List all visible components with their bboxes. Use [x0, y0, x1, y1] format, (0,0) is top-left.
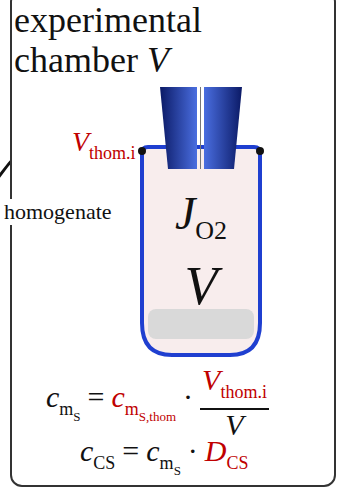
volume-symbol: V: [147, 40, 169, 80]
label-text: c: [80, 434, 93, 467]
chamber-title: experimental chamberV: [14, 0, 246, 80]
label-text: V: [202, 363, 220, 396]
label-text: S: [73, 409, 80, 424]
label-text: S,thom: [139, 409, 176, 424]
label-text: m: [125, 399, 139, 419]
title-text: experimental chamber: [14, 0, 202, 80]
citrate-synthase-equation: cCS=cmS·DCS: [80, 434, 249, 479]
flux-symbol: J: [175, 188, 195, 239]
vessel-texts: JO2V: [140, 187, 262, 314]
capillary: [200, 87, 201, 169]
label-text: m: [160, 453, 174, 473]
label-text: ·: [183, 380, 193, 413]
label-text: c: [112, 380, 125, 413]
stopper-left: [160, 87, 197, 169]
label-text: thom.i: [89, 143, 136, 163]
label-text: =: [88, 380, 105, 413]
vessel-shape: [140, 145, 262, 357]
label-text: thom.i: [220, 382, 267, 402]
label-text: m: [59, 399, 73, 419]
flux-subscript: O2: [195, 216, 227, 245]
label-text: =: [122, 434, 139, 467]
label-text: CS: [227, 453, 249, 473]
label-text: CS: [93, 453, 115, 473]
stopper-right: [204, 87, 242, 169]
seal-dot: [138, 147, 146, 155]
label-text: V: [225, 408, 243, 441]
flux-symbol-row: JO2: [140, 187, 262, 258]
label-text: V: [72, 126, 89, 157]
seal-dot: [256, 147, 264, 155]
volume-transfer-label: Vthom.i: [72, 126, 136, 164]
volume-symbol: V: [140, 258, 262, 314]
chamber-vessel: JO2V: [140, 145, 262, 357]
homogenate-label: homogenate: [1, 199, 115, 225]
label-text: c: [46, 380, 59, 413]
fraction-denominator: V: [225, 410, 243, 440]
fraction-numerator: Vthom.i: [200, 365, 269, 410]
label-text: ·: [188, 434, 198, 467]
concentration-equation: cmS=cmS,thom·Vthom.iV: [46, 372, 269, 432]
equation-left-part: cmS=cmS,thom·: [46, 380, 200, 425]
vessel-outline: [142, 147, 260, 355]
label-text: S: [174, 463, 181, 478]
label-text: c: [146, 434, 159, 467]
label-text: homogenate: [4, 199, 112, 224]
fraction: Vthom.iV: [200, 365, 269, 440]
label-text: D: [205, 434, 227, 467]
